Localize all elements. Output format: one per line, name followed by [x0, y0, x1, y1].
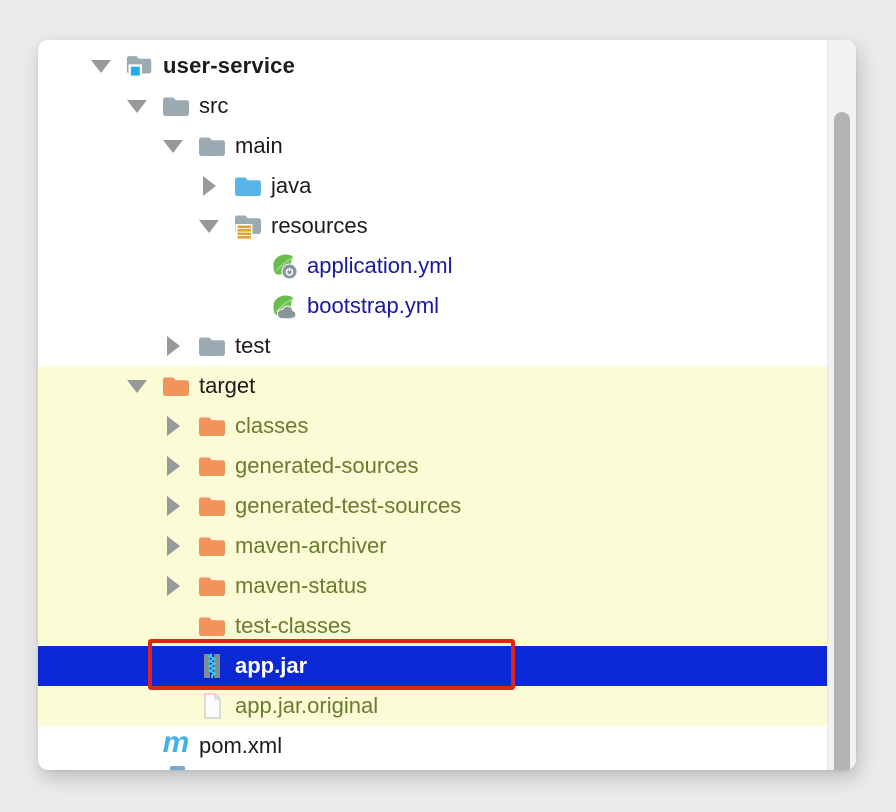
excluded-folder-icon — [197, 448, 227, 484]
chevron-down-icon[interactable] — [198, 206, 220, 246]
chevron-down-icon[interactable] — [126, 366, 148, 406]
chevron-down-icon[interactable] — [162, 126, 184, 166]
tree-item-maven-status[interactable]: maven-status — [38, 566, 827, 606]
tree-item-generated-sources[interactable]: generated-sources — [38, 446, 827, 486]
spring-cloud-file-icon — [269, 288, 299, 324]
chevron-spacer — [162, 646, 184, 686]
excluded-folder-icon — [161, 368, 191, 404]
source-folder-icon — [233, 168, 263, 204]
tree-item-label: pom.xml — [199, 733, 283, 758]
tree-item-user-service[interactable]: user-service — [38, 46, 827, 86]
tree-item-label: classes — [235, 413, 309, 438]
tree-item-target[interactable]: target — [38, 366, 827, 406]
tree-item-label: target — [199, 373, 256, 398]
tree-item-test-classes[interactable]: test-classes — [38, 606, 827, 646]
tree-item-label: generated-test-sources — [235, 493, 462, 518]
chevron-spacer — [162, 686, 184, 726]
tree-item-app-jar[interactable]: app.jar — [38, 646, 827, 686]
chevron-down-icon[interactable] — [126, 86, 148, 126]
chevron-right-icon[interactable] — [162, 566, 184, 606]
tree-item-pom-xml[interactable]: m pom.xml — [38, 726, 827, 766]
chevron-right-icon[interactable] — [198, 166, 220, 206]
folder-gray-icon — [197, 128, 227, 164]
file-icon — [197, 688, 227, 724]
tree-item-label: resources — [271, 213, 368, 238]
chevron-spacer — [234, 286, 256, 326]
chevron-down-icon[interactable] — [90, 46, 112, 86]
excluded-folder-icon — [197, 568, 227, 604]
tree-item-label: src — [199, 93, 229, 118]
excluded-folder-icon — [197, 608, 227, 644]
tree-item-test[interactable]: test — [38, 326, 827, 366]
tree-item-label: generated-sources — [235, 453, 419, 478]
tree-item-label: app.jar — [235, 653, 308, 678]
tree-item-label: bootstrap.yml — [307, 293, 440, 318]
chevron-spacer — [126, 726, 148, 766]
tree-item-classes[interactable]: classes — [38, 406, 827, 446]
tree-item-maven-archiver[interactable]: maven-archiver — [38, 526, 827, 566]
tree-item-label: maven-archiver — [235, 533, 387, 558]
tree-item-label: test — [235, 333, 271, 358]
tree-item-resources[interactable]: resources — [38, 206, 827, 246]
tree-item-java[interactable]: java — [38, 166, 827, 206]
chevron-right-icon[interactable] — [162, 326, 184, 366]
tree-item-label: test-classes — [235, 613, 352, 638]
folder-gray-icon — [161, 88, 191, 124]
resources-folder-icon — [233, 208, 263, 244]
spring-boot-file-icon — [269, 248, 299, 284]
maven-icon: m — [162, 726, 190, 759]
chevron-right-icon[interactable] — [162, 526, 184, 566]
scrollbar-thumb[interactable] — [834, 112, 850, 770]
excluded-folder-icon — [197, 528, 227, 564]
tree-item-label: app.jar.original — [235, 693, 379, 718]
chevron-spacer — [162, 606, 184, 646]
tree-item-label: main — [235, 133, 283, 158]
jar-archive-icon — [197, 648, 227, 684]
tree-item-main[interactable]: main — [38, 126, 827, 166]
tree-item-label: application.yml — [307, 253, 453, 278]
partial-item-icon — [170, 766, 185, 770]
tree-item-label: java — [271, 173, 312, 198]
folder-gray-icon — [197, 328, 227, 364]
chevron-spacer — [234, 246, 256, 286]
project-folder-icon — [125, 48, 155, 84]
tree-item-src[interactable]: src — [38, 86, 827, 126]
scrollbar[interactable] — [827, 40, 856, 770]
tree-item-application-yml[interactable]: application.yml — [38, 246, 827, 286]
tree-item-label: maven-status — [235, 573, 368, 598]
excluded-folder-icon — [197, 488, 227, 524]
chevron-right-icon[interactable] — [162, 486, 184, 526]
excluded-folder-icon — [197, 408, 227, 444]
chevron-right-icon[interactable] — [162, 406, 184, 446]
tree-item-generated-test-sources[interactable]: generated-test-sources — [38, 486, 827, 526]
tree-item-app-jar-original[interactable]: app.jar.original — [38, 686, 827, 726]
chevron-right-icon[interactable] — [162, 446, 184, 486]
tree-item-bootstrap-yml[interactable]: bootstrap.yml — [38, 286, 827, 326]
tree-item-label: user-service — [163, 53, 296, 78]
